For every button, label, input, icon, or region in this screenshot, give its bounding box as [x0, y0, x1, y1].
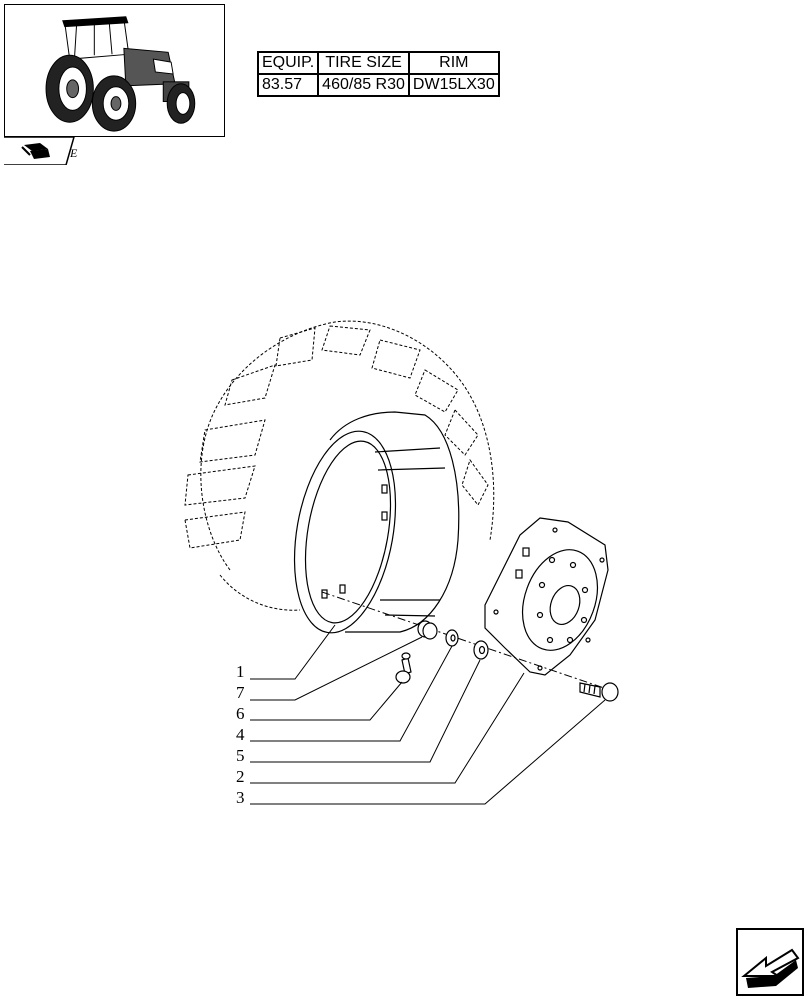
wheel-exploded-diagram	[184, 320, 619, 805]
section-tab[interactable]	[4, 137, 78, 165]
cell-rim: DW15LX30	[407, 73, 500, 97]
leader-lines	[250, 624, 606, 805]
header-tire-size: TIRE SIZE	[317, 51, 410, 75]
washer-4	[445, 629, 459, 647]
valve-6	[395, 652, 412, 684]
cell-tire-size: 460/85 R30	[317, 73, 410, 97]
section-letter: E	[70, 146, 78, 160]
tractor-icon	[45, 16, 196, 132]
spec-header-row: EQUIP. TIRE SIZE RIM	[256, 51, 500, 75]
header-rim: RIM	[407, 51, 500, 75]
wheel-nut-7	[417, 620, 438, 640]
callout-5: 5	[236, 746, 245, 765]
washer-5	[473, 640, 489, 660]
cell-equip: 83.57	[256, 73, 320, 97]
tire-phantom	[184, 320, 495, 611]
assembly-axis	[321, 591, 611, 691]
bolt-3	[579, 682, 619, 702]
callout-6: 6	[236, 704, 245, 723]
rim	[293, 411, 460, 634]
spec-row: 83.57 460/85 R30 DW15LX30	[256, 73, 500, 97]
next-page-arrow-icon[interactable]	[736, 928, 804, 996]
callout-2: 2	[236, 767, 245, 786]
tractor-thumbnail	[4, 4, 225, 137]
callout-3: 3	[236, 788, 245, 807]
header-equip: EQUIP.	[256, 51, 320, 75]
callout-1: 1	[236, 662, 245, 681]
book-hand-icon	[21, 143, 50, 159]
callout-4: 4	[236, 725, 245, 744]
callout-7: 7	[236, 683, 245, 702]
wheel-disc	[484, 517, 609, 676]
spec-table: EQUIP. TIRE SIZE RIM 83.57 460/85 R30 DW…	[256, 51, 500, 97]
